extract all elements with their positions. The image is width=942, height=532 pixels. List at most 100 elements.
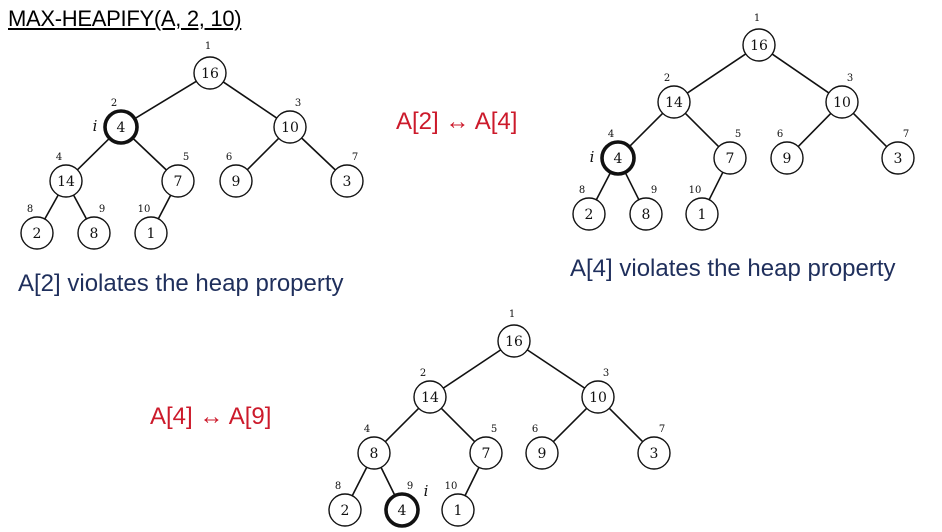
tree-edge bbox=[684, 112, 720, 148]
node-key: 9 bbox=[232, 174, 241, 190]
node-key: 10 bbox=[281, 120, 299, 136]
node-key: 10 bbox=[589, 390, 607, 406]
node-circle bbox=[161, 164, 195, 198]
node-circle bbox=[713, 141, 747, 175]
node-key: 8 bbox=[90, 226, 99, 242]
node-key: 3 bbox=[343, 174, 352, 190]
heap-node: 16 1 bbox=[497, 309, 531, 358]
node-index-label: 8 bbox=[579, 185, 585, 196]
tree-edge bbox=[595, 171, 612, 201]
tree-edge bbox=[686, 53, 747, 94]
node-index-label: 7 bbox=[659, 424, 665, 435]
tree-edge bbox=[222, 81, 278, 119]
node-circle bbox=[193, 56, 227, 90]
heap-node: 161 bbox=[193, 41, 227, 90]
node-index-label: 5 bbox=[735, 129, 741, 140]
node-key: 1 bbox=[454, 503, 463, 519]
node-circle bbox=[20, 216, 54, 250]
slide-title: MAX-HEAPIFY(A, 2, 10) bbox=[8, 6, 242, 31]
node-index-label: 9 bbox=[651, 185, 657, 196]
node-index-label: 10 bbox=[138, 204, 151, 215]
heap-node: 96 bbox=[219, 152, 253, 198]
node-index-label: 5 bbox=[183, 152, 189, 163]
heap-node: 144 bbox=[49, 152, 83, 198]
node-circle bbox=[49, 164, 83, 198]
heap-node-highlighted: 44i bbox=[590, 129, 636, 176]
node-circle bbox=[413, 380, 447, 414]
node-circle bbox=[103, 109, 139, 145]
node-index-label: 1 bbox=[509, 309, 515, 320]
tree-edge bbox=[76, 137, 111, 171]
tree-edge bbox=[797, 112, 832, 148]
pointer-i-label: i bbox=[93, 117, 98, 135]
node-key: 2 bbox=[341, 503, 350, 519]
tree-edge bbox=[608, 407, 644, 443]
heap-node: 103 bbox=[273, 98, 307, 144]
tree-edge bbox=[380, 467, 396, 496]
tree-edge bbox=[44, 194, 59, 220]
node-circle bbox=[581, 380, 615, 414]
node-circle bbox=[273, 110, 307, 144]
node-key: 9 bbox=[538, 446, 547, 462]
heap-node: 103 bbox=[825, 73, 859, 119]
tree-edge bbox=[552, 407, 588, 443]
heap-node: 110 bbox=[685, 185, 719, 231]
node-circle bbox=[441, 493, 475, 527]
node-key: 7 bbox=[482, 446, 491, 462]
node-circle bbox=[600, 140, 636, 176]
node-key: 4 bbox=[117, 120, 126, 136]
node-index-label: 6 bbox=[226, 152, 232, 163]
heap-node: 142 bbox=[413, 368, 447, 414]
node-circle bbox=[328, 493, 362, 527]
swap-label-a4-a9: A[4] ↔ A[9] bbox=[150, 403, 272, 430]
node-key: 7 bbox=[726, 151, 735, 167]
heap-node-highlighted: 42 i bbox=[93, 98, 139, 145]
node-key: 4 bbox=[614, 151, 623, 167]
tree-edge bbox=[351, 466, 368, 497]
node-index-label: 9 bbox=[407, 481, 413, 492]
node-key: 3 bbox=[650, 446, 659, 462]
node-circle bbox=[77, 216, 111, 250]
node-index-label: 3 bbox=[603, 368, 609, 379]
node-index-label: 4 bbox=[364, 424, 370, 435]
node-key: 16 bbox=[505, 334, 523, 350]
tree-edge bbox=[852, 112, 888, 148]
node-index-label: 9 bbox=[99, 204, 105, 215]
node-circle bbox=[384, 492, 420, 528]
heap-node: 89 bbox=[629, 185, 663, 231]
heap-node: 110 bbox=[134, 204, 168, 250]
heap-node: 75 bbox=[713, 129, 747, 175]
node-index-label: 2 bbox=[664, 73, 670, 84]
heap-node: 28 bbox=[20, 204, 54, 250]
tree-edge bbox=[72, 194, 88, 220]
caption-violation-a2: A[2] violates the heap property bbox=[18, 270, 344, 297]
node-index-label: 7 bbox=[352, 152, 358, 163]
heap-node: 10 3 bbox=[581, 368, 615, 414]
node-index-label: 3 bbox=[847, 73, 853, 84]
tree-edge bbox=[771, 53, 830, 94]
tree-edge bbox=[464, 467, 480, 496]
node-index-label: 10 bbox=[689, 185, 702, 196]
tree-edge bbox=[628, 112, 664, 148]
heap-node: 37 bbox=[881, 129, 915, 175]
caption-violation-a4: A[4] violates the heap property bbox=[570, 255, 896, 282]
node-key: 3 bbox=[894, 151, 903, 167]
node-index-label: 8 bbox=[27, 204, 33, 215]
node-key: 2 bbox=[585, 207, 594, 223]
node-circle bbox=[637, 436, 671, 470]
node-index-label: 2 bbox=[111, 98, 117, 109]
node-index-label: 4 bbox=[56, 152, 62, 163]
node-index-label: 4 bbox=[608, 129, 614, 140]
node-circle bbox=[134, 216, 168, 250]
node-key: 16 bbox=[201, 66, 219, 82]
swap-label-a2-a4: A[2] ↔ A[4] bbox=[396, 108, 518, 135]
tree-edge bbox=[301, 137, 336, 171]
node-circle bbox=[330, 164, 364, 198]
heap-node: 84 bbox=[357, 424, 391, 470]
node-circle bbox=[572, 197, 606, 231]
